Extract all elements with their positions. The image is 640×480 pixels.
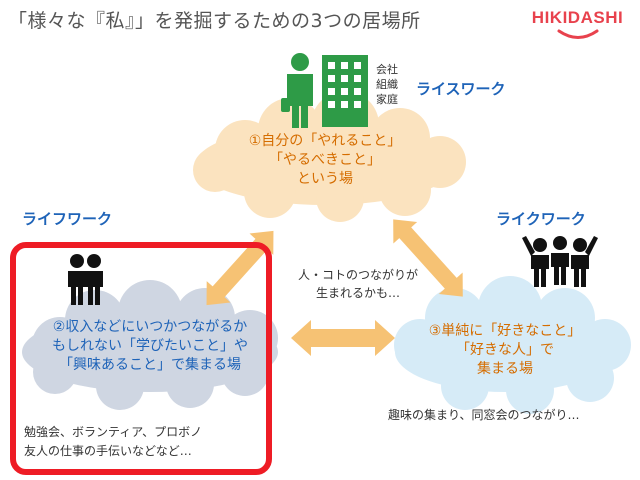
connector-line: 人・コトのつながりが: [297, 268, 418, 282]
lifework-highlight-frame: [10, 242, 272, 475]
cloud-line: ②収入などにいつかつながるか: [52, 319, 248, 335]
building-icon: [322, 55, 368, 127]
lifework-cloud: [22, 280, 278, 410]
businessman-icon: [281, 53, 313, 128]
cloud-line: 「好きな人」で: [456, 342, 554, 358]
arrow-bottom: [291, 320, 395, 356]
cloud-line: ①自分の「やれること」: [248, 133, 402, 149]
likework-description: 趣味の集まり、同窓会のつながり…: [388, 406, 580, 425]
lifework-cloud-text: ②収入などにいつかつながるか もしれない「学びたいこと」や 「興味あること」で集…: [30, 318, 270, 375]
desc-line: 友人の仕事の手伝いなどなど…: [24, 444, 192, 458]
logo: HIKIDASHI: [520, 6, 635, 46]
two-people-icon: [68, 254, 103, 305]
desc-line: 勉強会、ボランティア、プロボノ: [24, 425, 203, 439]
cloud-line: もしれない「学びたいこと」や: [52, 338, 248, 354]
cloud-line: 「やるべきこと」: [269, 152, 381, 168]
likework-label: ライクワーク: [496, 210, 586, 228]
cloud-line: 「興味あること」で集まる場: [59, 357, 241, 373]
group-people-icon: [522, 236, 598, 287]
logo-smile-icon: [557, 29, 599, 39]
logo-text: HIKIDASHI: [531, 8, 624, 27]
org-item: 家庭: [376, 93, 398, 106]
connector-text: 人・コトのつながりが 生まれるかも…: [283, 266, 433, 302]
cloud-line: 集まる場: [477, 361, 533, 377]
lifework-label: ライフワーク: [22, 210, 113, 228]
connector-line: 生まれるかも…: [315, 286, 400, 300]
arrow-top-right: [393, 219, 463, 297]
page-title: 「様々な『私』」を発掘するための3つの居場所: [8, 10, 421, 32]
cloud-line: という場: [297, 171, 353, 187]
org-item: 組織: [376, 78, 398, 91]
likework-cloud: [394, 276, 631, 414]
likework-cloud-text: ③単純に「好きなこと」 「好きな人」で 集まる場: [410, 322, 600, 379]
desc-line: 趣味の集まり、同窓会のつながり…: [388, 408, 580, 422]
ricework-label: ライスワーク: [416, 80, 506, 98]
org-item: 会社: [376, 63, 398, 76]
ricework-cloud-text: ①自分の「やれること」 「やるべきこと」 という場: [225, 132, 425, 189]
lifework-description: 勉強会、ボランティア、プロボノ 友人の仕事の手伝いなどなど…: [24, 423, 202, 461]
ricework-org-list: 会社 組織 家庭: [376, 62, 398, 107]
cloud-line: ③単純に「好きなこと」: [428, 323, 582, 339]
